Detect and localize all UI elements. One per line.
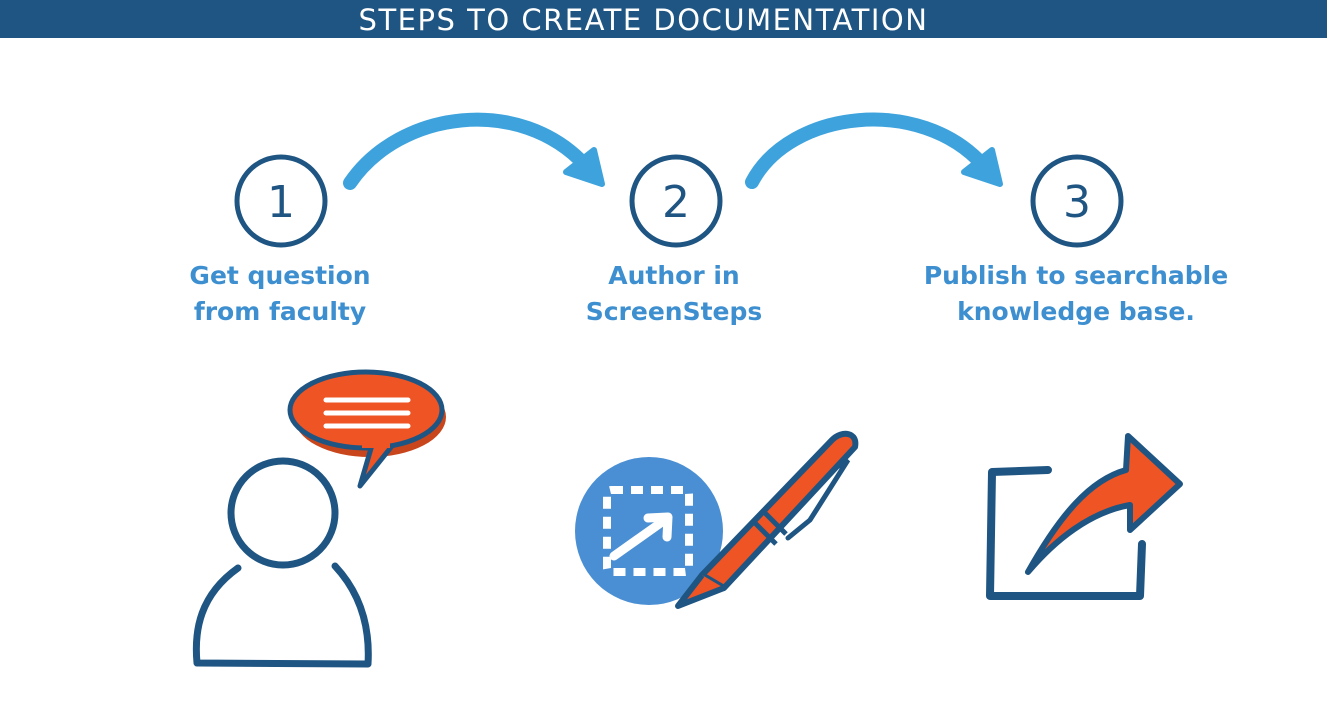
step-2-label: Author in ScreenSteps [524, 258, 824, 330]
step-1-label-line1: Get question [189, 261, 371, 290]
step-1-number: 1 [267, 177, 295, 228]
arrow-2-to-3 [745, 112, 1003, 189]
step-3-label-line1: Publish to searchable [923, 261, 1229, 290]
arrow-1-to-2 [343, 112, 605, 190]
step-3-number: 3 [1063, 177, 1091, 228]
header-bar: STEPS TO CREATE DOCUMENTATION [0, 0, 1327, 38]
step-2-label-line1: Author in [608, 261, 740, 290]
step-3-label: Publish to searchable knowledge base. [906, 258, 1246, 330]
step-3-number-circle: 3 [1030, 154, 1124, 248]
step-2-number: 2 [662, 177, 690, 228]
step-2-number-circle: 2 [629, 154, 723, 248]
person-speech-bubble-icon [192, 369, 446, 668]
step-2-label-line2: ScreenSteps [585, 297, 763, 326]
step-1-label: Get question from faculty [130, 258, 430, 330]
share-export-icon [986, 433, 1183, 600]
screensteps-logo-pen-icon [575, 430, 859, 609]
page-title: STEPS TO CREATE DOCUMENTATION [358, 3, 929, 37]
pen-icon [675, 430, 859, 609]
step-1-number-circle: 1 [234, 154, 328, 248]
step-3-label-line2: knowledge base. [957, 297, 1195, 326]
step-1-label-line2: from faculty [193, 297, 367, 326]
